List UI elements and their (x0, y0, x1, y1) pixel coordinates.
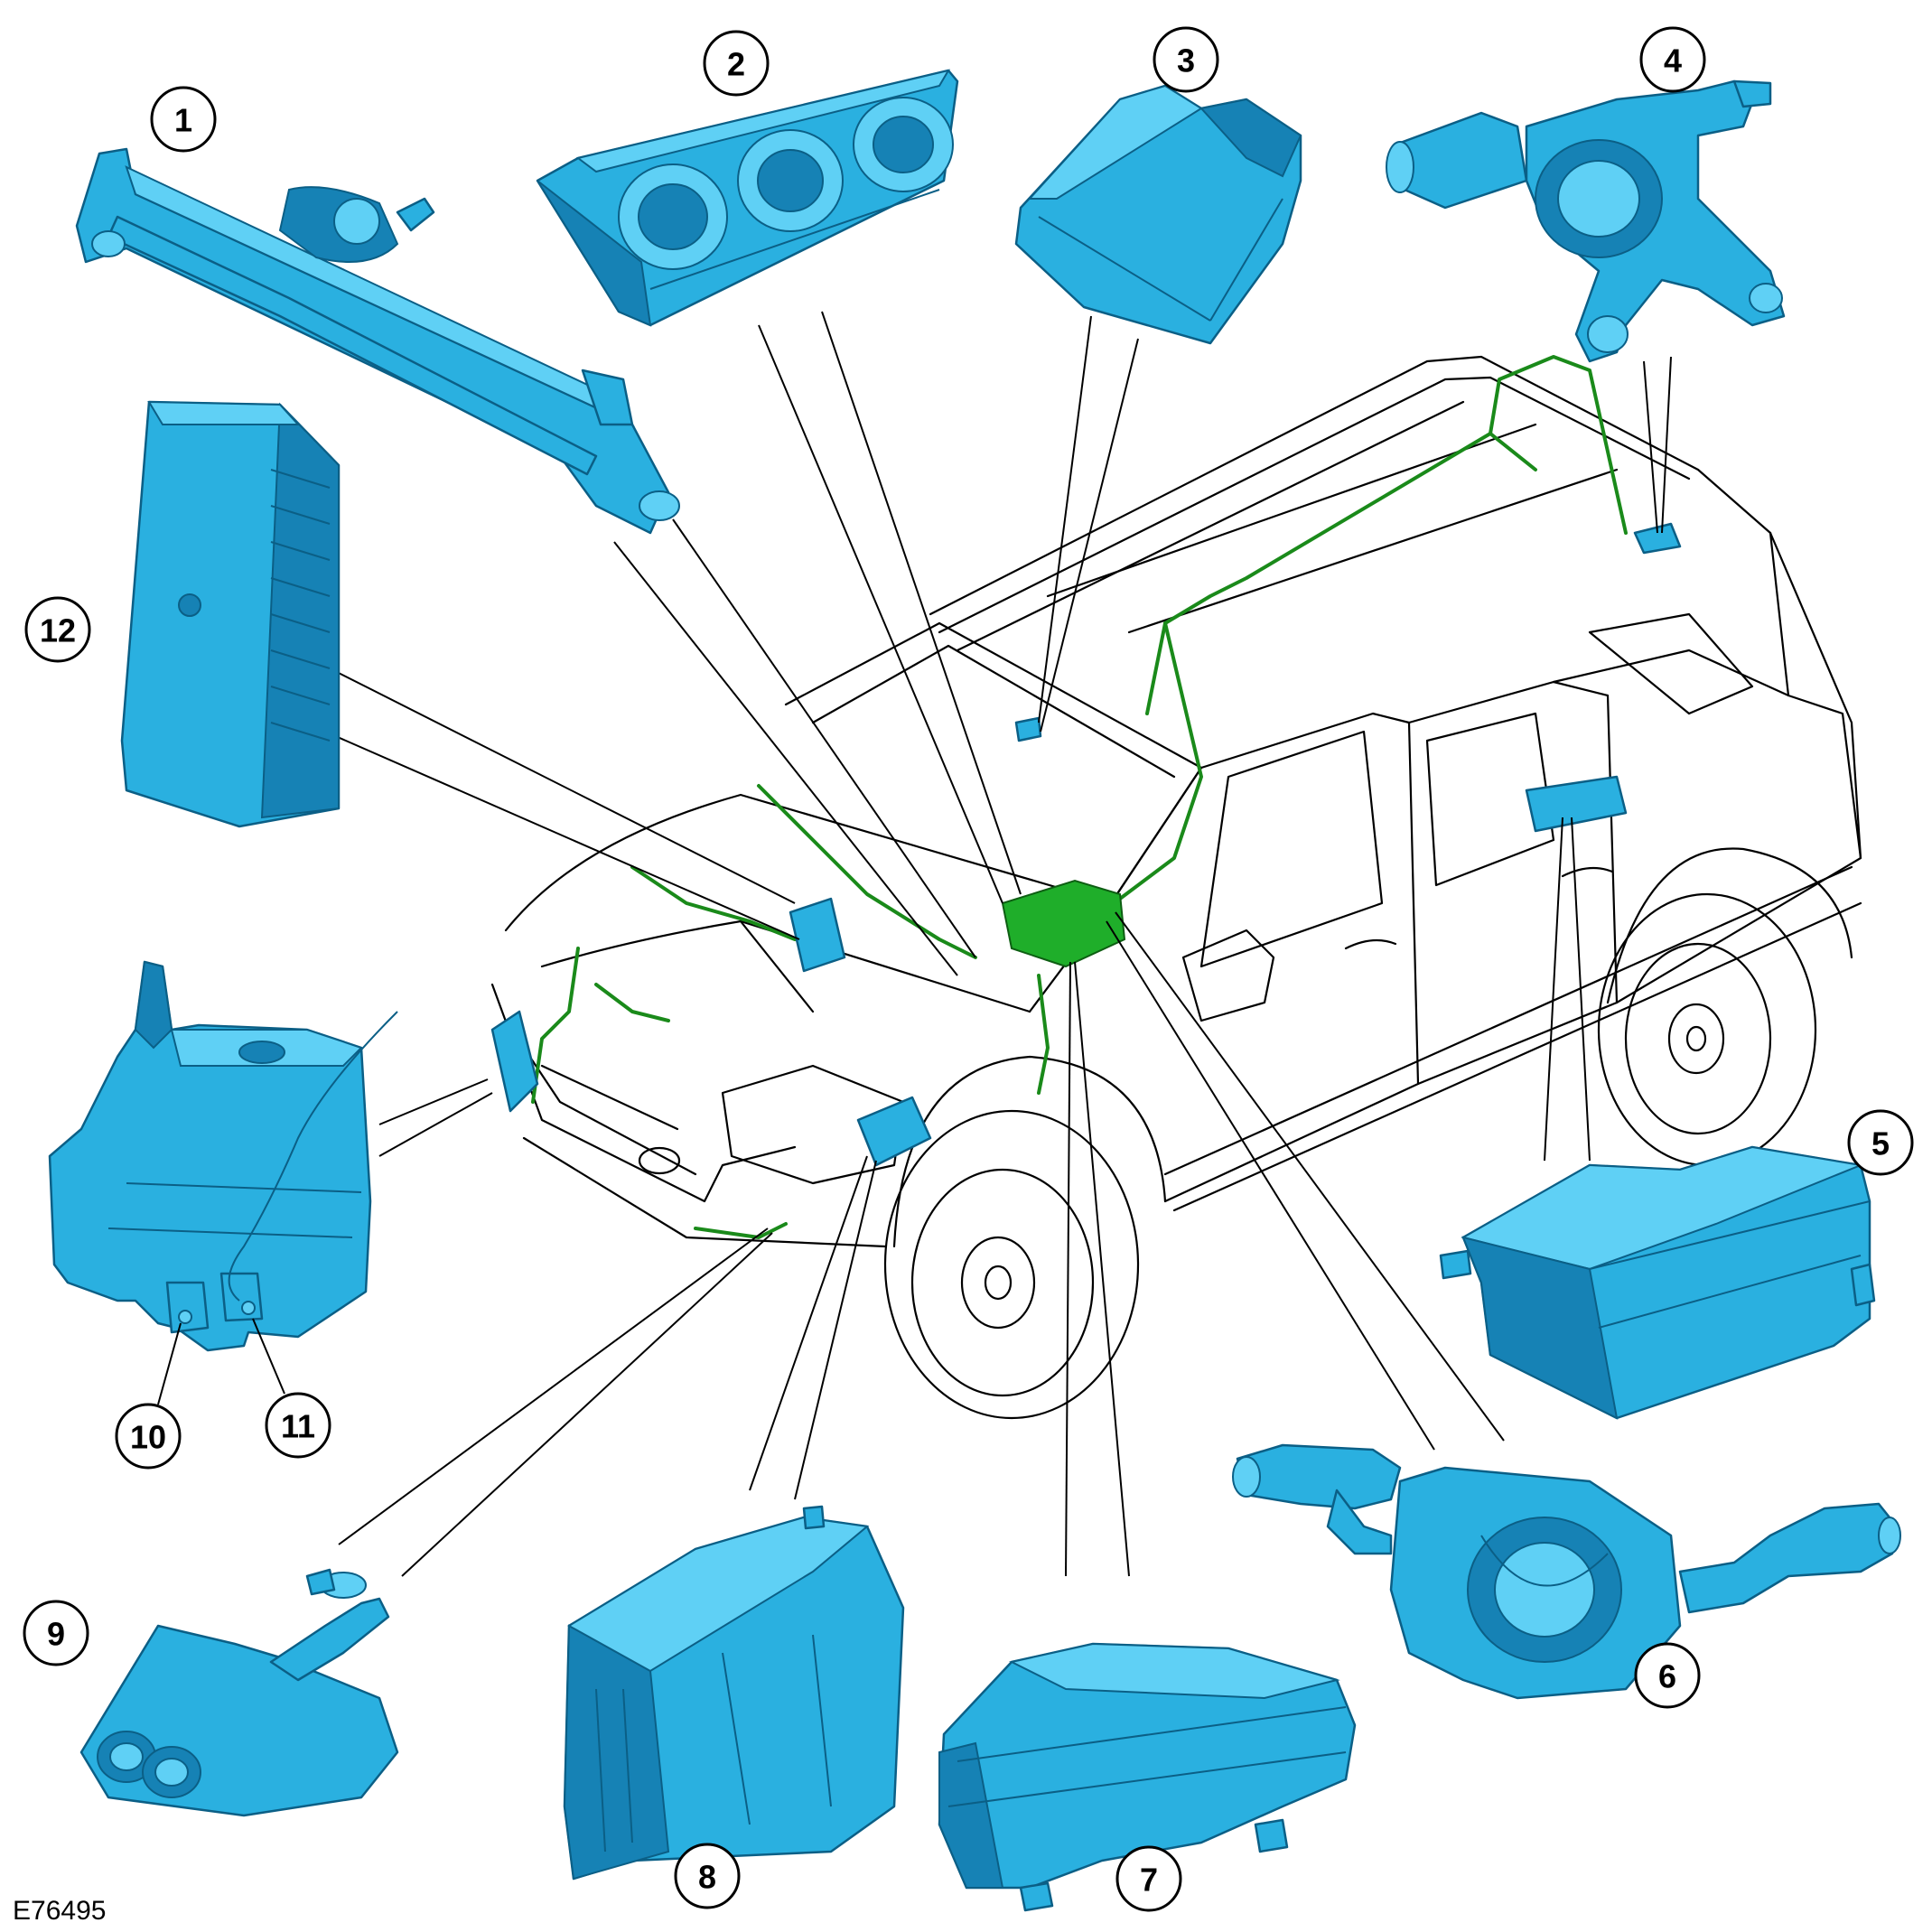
leader-11 (252, 1318, 285, 1395)
callout-circle (1115, 1845, 1182, 1912)
vehicle-mounted-modules (490, 522, 1682, 1167)
callout-circle (24, 596, 91, 663)
component-7-instrument-cluster (938, 1642, 1357, 1912)
callout-10: 10 (115, 1403, 182, 1470)
callout-8: 8 (674, 1843, 741, 1909)
callout-9: 9 (23, 1600, 89, 1666)
module-in-vehicle-10-11 (490, 1010, 539, 1113)
leader-10 (157, 1322, 182, 1405)
callout-5: 5 (1847, 1109, 1914, 1176)
callout-circle (674, 1843, 741, 1909)
callout-circle (1639, 26, 1706, 93)
callout-circle (115, 1403, 182, 1470)
callout-circle (1847, 1109, 1914, 1176)
module-in-vehicle-8 (856, 1096, 932, 1167)
callout-circle (265, 1392, 331, 1459)
component-2-climate-panel (536, 69, 959, 327)
callout-12: 12 (24, 596, 91, 663)
callout-2: 2 (703, 30, 770, 97)
leader-lines (324, 311, 1672, 1577)
callout-number: 10 (130, 1419, 166, 1456)
callout-number: 1 (174, 102, 192, 139)
component-6-column-switch (1232, 1443, 1901, 1700)
callout-number: 12 (40, 612, 76, 649)
component-12-module (120, 400, 341, 828)
callout-number: 11 (281, 1408, 315, 1445)
callout-circle (150, 86, 217, 153)
module-in-vehicle-5 (1525, 775, 1628, 833)
module-in-vehicle-3 (1014, 716, 1042, 742)
module-in-vehicle-4 (1633, 522, 1682, 555)
callout-7: 7 (1115, 1845, 1182, 1912)
callout-number: 3 (1177, 42, 1195, 79)
component-8-module-housing (563, 1505, 905, 1881)
component-1-wiper-linkage (75, 147, 680, 535)
callout-6: 6 (1634, 1642, 1701, 1709)
callout-11: 11 (265, 1392, 331, 1459)
callout-number: 7 (1140, 1862, 1158, 1899)
component-9-washer-jet (79, 1568, 399, 1817)
callout-number: 9 (47, 1616, 65, 1653)
callout-circle (23, 1600, 89, 1666)
callout-number: 8 (698, 1859, 716, 1896)
callout-4: 4 (1639, 26, 1706, 93)
hvac-module-green-part (1001, 879, 1126, 968)
component-10-11-washer-reservoir (48, 960, 398, 1352)
callout-1: 1 (150, 86, 217, 153)
callout-3: 3 (1153, 26, 1219, 93)
component-4-rear-wiper-motor (1386, 79, 1786, 363)
callout-number: 6 (1658, 1658, 1676, 1695)
callout-number: 4 (1664, 42, 1682, 79)
wiring-harness (531, 355, 1628, 1239)
callout-circle (703, 30, 770, 97)
callout-circle (1153, 26, 1219, 93)
component-3-module (1014, 84, 1302, 345)
module-in-vehicle-12 (789, 897, 846, 973)
callout-number: 2 (727, 46, 745, 83)
component-5-module (1439, 1145, 1876, 1420)
callout-number: 5 (1871, 1125, 1890, 1162)
figure-id-label: E76495 (13, 1896, 106, 1926)
callout-circle (1634, 1642, 1701, 1709)
